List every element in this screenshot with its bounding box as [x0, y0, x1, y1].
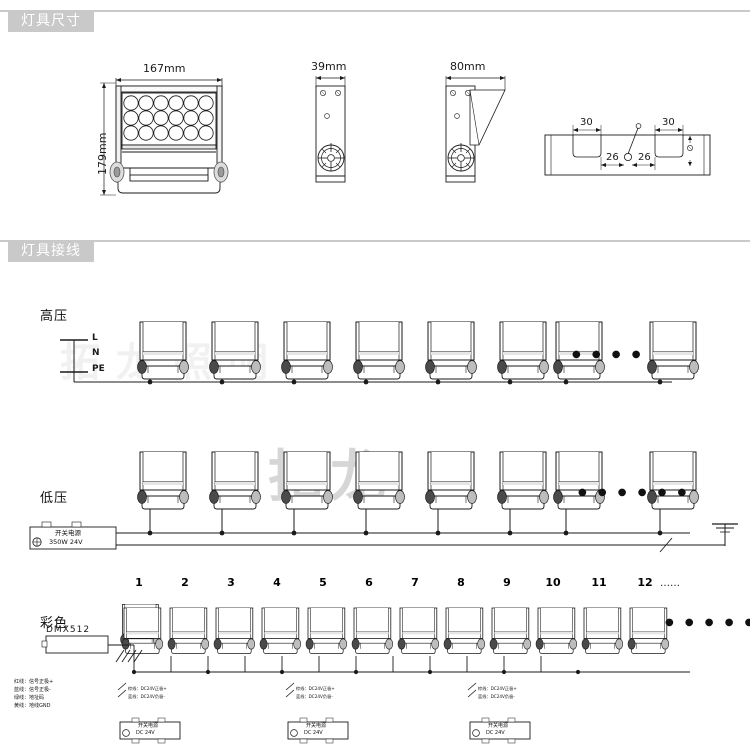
section-header-wiring: 灯具接线 [0, 238, 750, 264]
header-rule [0, 240, 750, 242]
high-voltage-ellipsis: ● ● ● ● [572, 349, 645, 360]
dc-legend-line: 棕线：DC24V正极+ [296, 686, 335, 691]
dimension-drawings [100, 76, 711, 196]
terminal-pe-label: PE [92, 364, 105, 374]
dc-legend-line: 蓝线：DC24V负极- [478, 694, 515, 699]
section-title-dimensions: 灯具尺寸 [8, 10, 94, 32]
dc-legend-line: 棕线：DC24V正极+ [128, 686, 167, 691]
terminal-l-label: L [92, 333, 98, 343]
fixture-number: 6 [365, 576, 373, 589]
color-title: 彩色 [40, 616, 69, 631]
terminal-n-label: N [92, 348, 100, 358]
high-voltage-title: 高压 [40, 309, 69, 324]
base-dim-left-inner: 26 [606, 152, 619, 163]
fixture-number: 2 [181, 576, 189, 589]
dmx-legend-line: 蓝线：信号正极- [14, 687, 51, 693]
dc-legend-line: 蓝线：DC24V负极- [296, 694, 333, 699]
front-view-width-label: 167mm [143, 62, 186, 75]
fixture-number: 12 [637, 576, 653, 589]
fixture-number: 4 [273, 576, 281, 589]
dc-legend-line: 蓝线：DC24V负极- [128, 694, 165, 699]
fixture-number: 1 [135, 576, 143, 589]
fixture-numbers-trailing: …… [660, 578, 680, 589]
section-header-dimensions: 灯具尺寸 [0, 8, 750, 34]
dmx-legend-line: 绿线：地址码 [14, 695, 45, 701]
fixture-number: 10 [545, 576, 561, 589]
psu-box-line2: DC 24V [304, 730, 323, 736]
base-dim-right-outer: 30 [662, 117, 675, 128]
fixture-number: 5 [319, 576, 327, 589]
fixture-number: 3 [227, 576, 235, 589]
low-voltage-title: 低压 [40, 491, 69, 506]
psu-box-line1: 开关电源 [138, 723, 159, 729]
psu-box-line1: 开关电源 [488, 723, 509, 729]
dc-legend-line: 棕线：DC24V正极+ [478, 686, 517, 691]
base-dim-left-outer: 30 [580, 117, 593, 128]
psu-box-line2: DC 24V [136, 730, 155, 736]
psu-main-line1: 开关电源 [55, 529, 81, 537]
fixture-number: 9 [503, 576, 511, 589]
fixture-number: 7 [411, 576, 419, 589]
dmx-legend-line: 黄线：地线GND [14, 703, 51, 709]
dmx-legend-line: 红线：信号正极+ [14, 679, 54, 685]
psu-box-line2: DC 24V [486, 730, 505, 736]
color-ellipsis: ● ● ● ● ● [665, 617, 750, 628]
dmx-controller-label: DMX512 [46, 625, 91, 635]
bracket-view-depth-label: 80mm [450, 60, 486, 73]
psu-main-line2: 350W 24V [49, 538, 83, 546]
fixture-number: 11 [591, 576, 607, 589]
side-view-depth-label: 39mm [311, 60, 347, 73]
psu-box-line1: 开关电源 [306, 723, 327, 729]
base-dim-right-inner: 26 [638, 152, 651, 163]
section-title-wiring: 灯具接线 [8, 240, 94, 262]
fixture-number: 8 [457, 576, 465, 589]
low-voltage-ellipsis: ● ● ● ● ● ● [578, 487, 691, 498]
header-rule [0, 10, 750, 12]
